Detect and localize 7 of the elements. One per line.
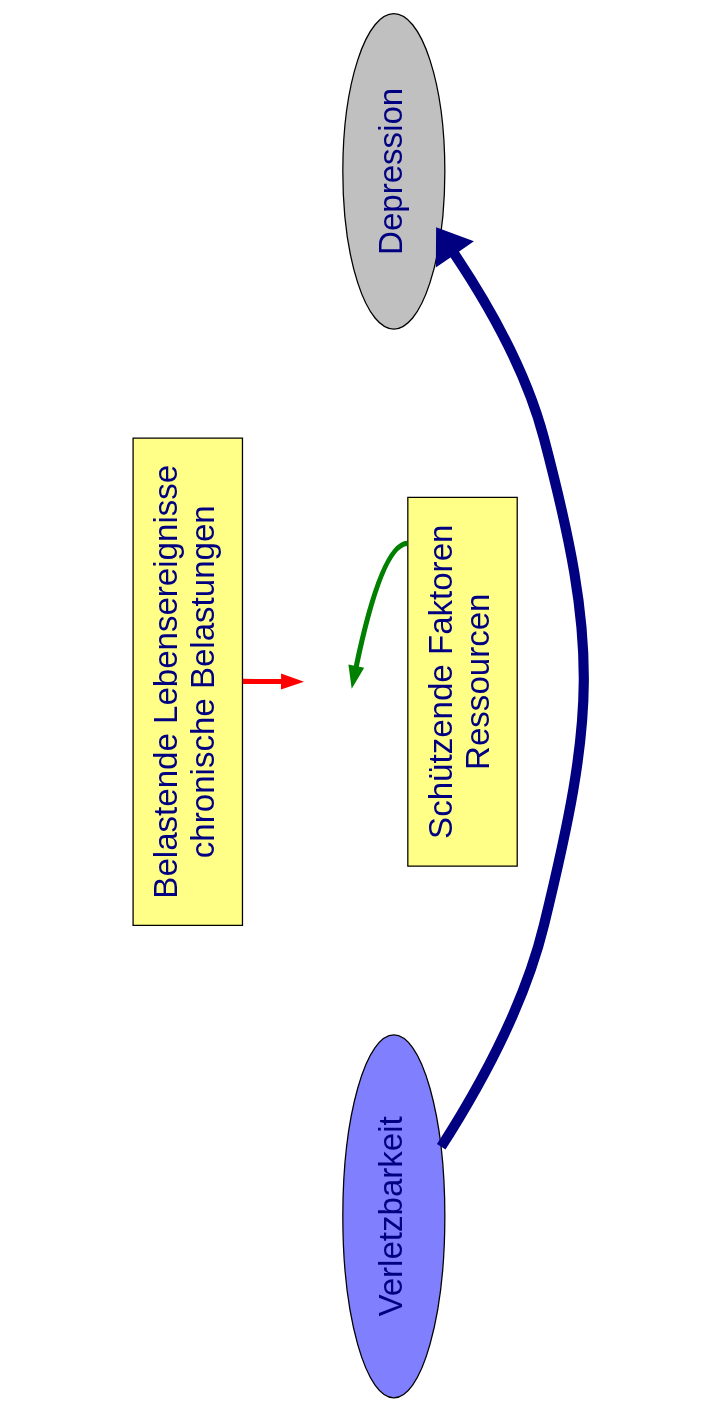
arrow [348, 540, 408, 689]
arrow [435, 227, 589, 1150]
node-ellipse: Depression [342, 13, 446, 330]
node-box: Belastende Lebensereignisse chronische Belastungen [132, 437, 244, 926]
node-ellipse: Verletzbarkeit [342, 1034, 446, 1399]
node-box: Schützende Faktoren Ressourcen [407, 496, 518, 867]
arrow [242, 673, 305, 690]
